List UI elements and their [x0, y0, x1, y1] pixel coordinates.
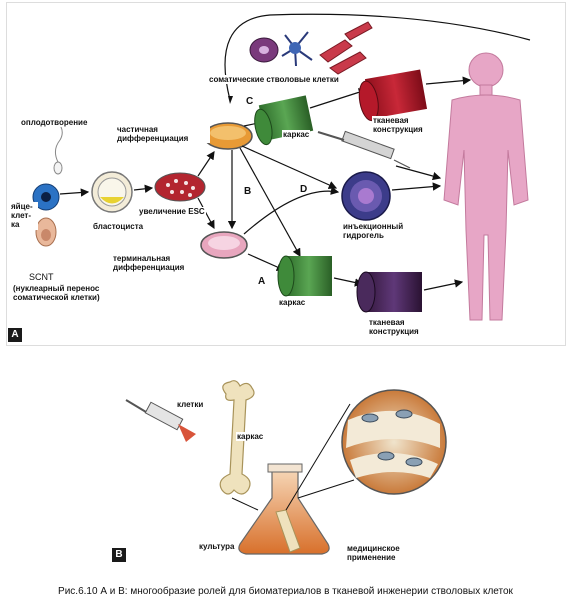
somatic-stem-cells-label: соматические стволовые клетки: [208, 75, 340, 85]
tissue-construct-bottom-label: тканевая конструкция: [368, 318, 430, 337]
hydrogel-icon: [341, 171, 391, 221]
path-b-label: B: [244, 186, 252, 197]
syringe-b-icon: [125, 399, 196, 442]
tissue-construct-bottom-icon: [356, 271, 422, 313]
fertilization-label: оплодотворение: [20, 118, 89, 128]
tissue-construct-top-label: тканевая конструкция: [372, 116, 432, 135]
scaffold-bottom-label: каркас: [278, 298, 307, 308]
magnified-tissue-icon: [341, 389, 447, 495]
panel-b-letter: B: [112, 548, 126, 562]
syringe-icon: [317, 130, 411, 169]
culture-label: культура: [198, 542, 236, 552]
medical-use-label: медицинское применение: [346, 544, 428, 563]
partial-diff-dish-icon: [203, 122, 253, 150]
panel-a-letter: A: [8, 328, 22, 342]
egg-cell-icon: [32, 183, 60, 211]
esc-increase-label: увеличение ESC: [138, 207, 206, 217]
path-a-label: A: [258, 276, 266, 287]
blastocyst-label: бластоциста: [92, 222, 145, 232]
cells-label: клетки: [176, 400, 205, 410]
scnt-pipette-icon: [35, 217, 57, 247]
scaffold-top-icon: [254, 95, 314, 146]
human-figure-icon: [443, 52, 529, 321]
tissue-construct-top-icon: [358, 69, 428, 122]
figure-caption: Рис.6.10 А и В: многообразие ролей для б…: [58, 586, 513, 597]
loop-arrow: [224, 13, 531, 101]
hydrogel-label: инъекционный гидрогель: [342, 222, 414, 241]
path-c-label: C: [246, 96, 254, 107]
path-d-label: D: [300, 184, 308, 195]
scaffold-bottom-icon: [277, 255, 332, 297]
terminal-diff-label: терминальная дифференциация: [112, 254, 206, 273]
esc-dish-icon: [154, 172, 206, 202]
scaffold-top-label: каркас: [282, 130, 311, 140]
terminal-diff-dish-icon: [200, 231, 248, 259]
blastocyst-icon: [91, 171, 133, 213]
egg-cell-label: яйце-клет-ка: [10, 202, 38, 230]
somatic-stem-cells-icon: [249, 21, 373, 75]
scnt-full-label: (нуклеарный перенос соматической клетки): [12, 284, 122, 303]
sperm-icon: [53, 119, 63, 175]
flask-icon: [238, 463, 330, 555]
scaffold-b-label: каркас: [236, 432, 265, 442]
scnt-label: SCNT: [28, 272, 55, 283]
partial-diff-label: частичная дифференциация: [116, 125, 210, 144]
